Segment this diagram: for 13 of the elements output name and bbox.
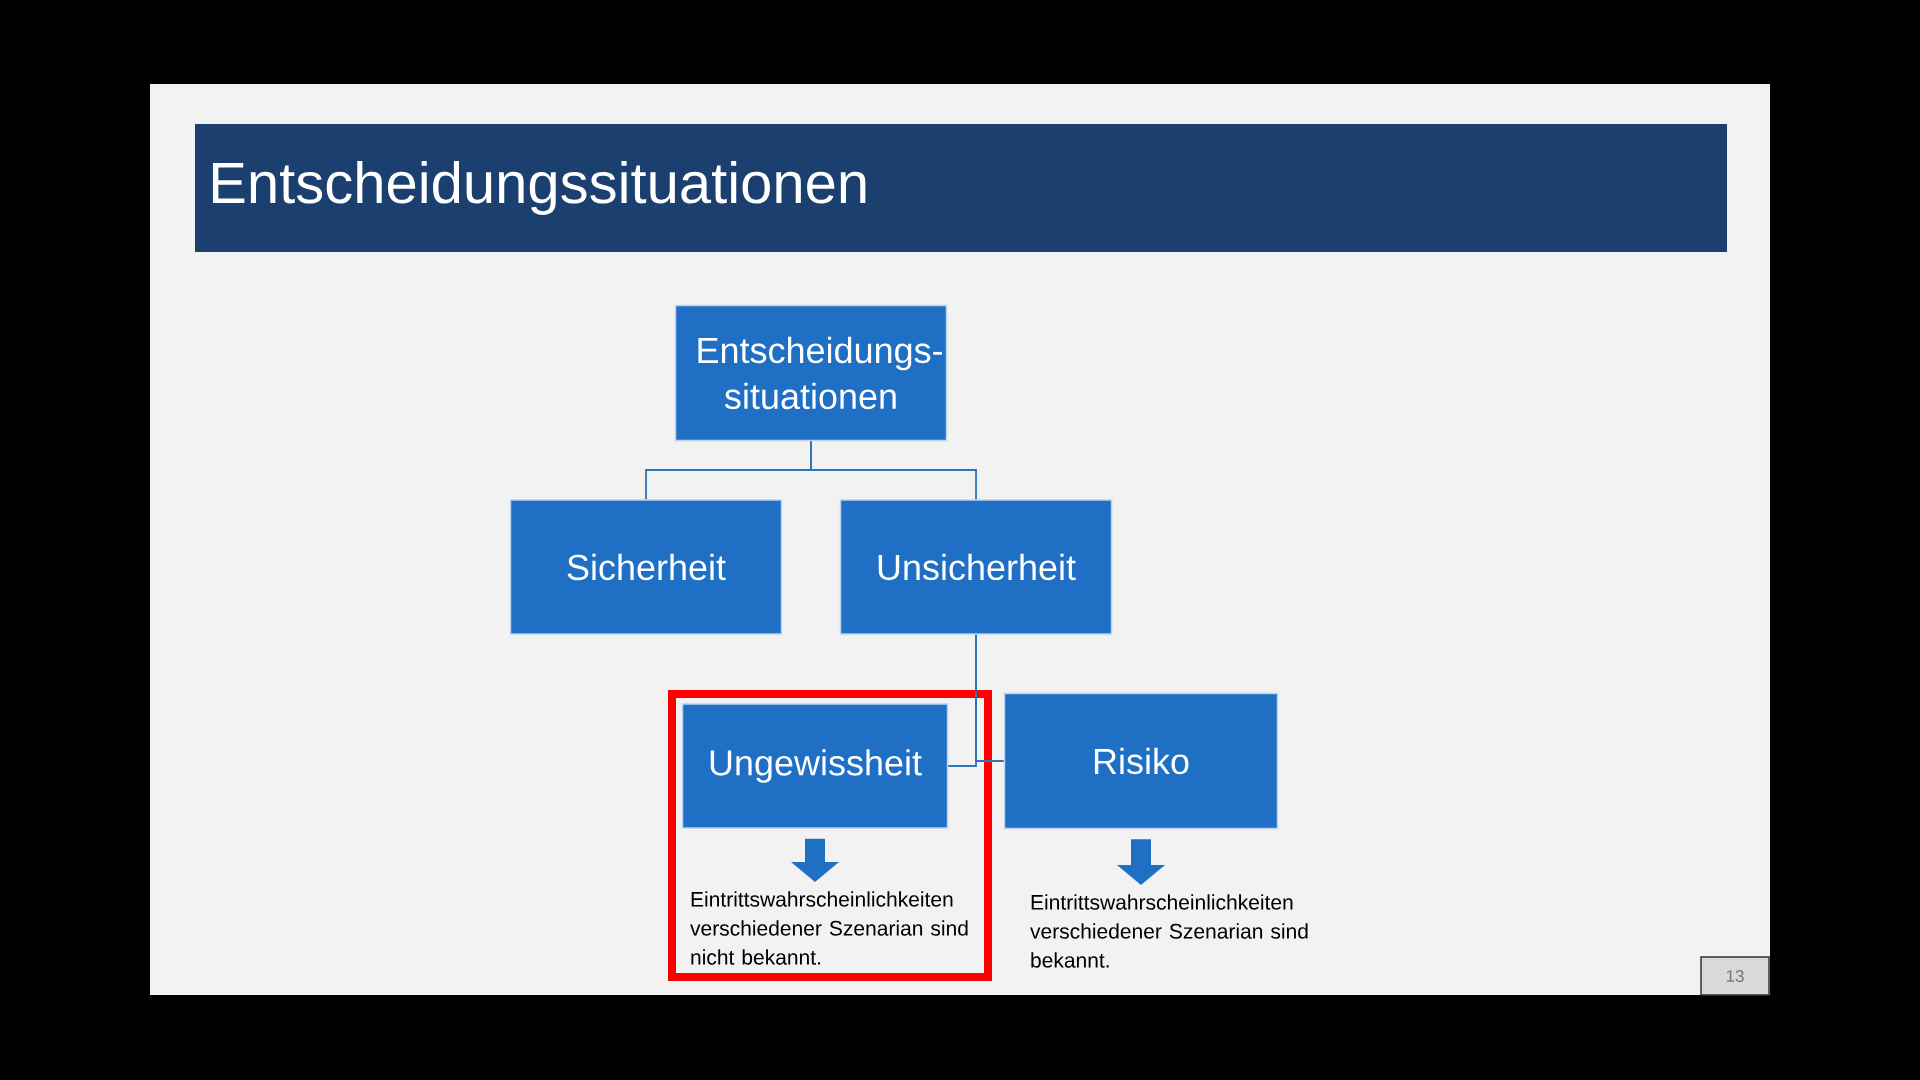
block-arrow	[1117, 839, 1165, 886]
process-box: Unsicherheit	[839, 499, 1113, 635]
connector-line	[810, 440, 977, 501]
page-number: 13	[1700, 956, 1770, 996]
note-text: Eintrittswahrscheinlichkeiten verschiedener Szenarian sind bekannt.	[1030, 894, 1308, 968]
process-box: Entscheidungs- situationen	[674, 304, 948, 442]
process-box: Sicherheit	[509, 499, 783, 635]
process-box: Ungewissheit	[681, 703, 949, 829]
title: Entscheidungssituationen	[212, 160, 866, 216]
process-box: Risiko	[1003, 692, 1279, 830]
note-text: Eintrittswahrscheinlichkeiten verschiedener Szenarian sind nicht bekannt.	[690, 891, 968, 965]
connector-line	[975, 633, 1005, 762]
block-arrow	[791, 838, 839, 883]
